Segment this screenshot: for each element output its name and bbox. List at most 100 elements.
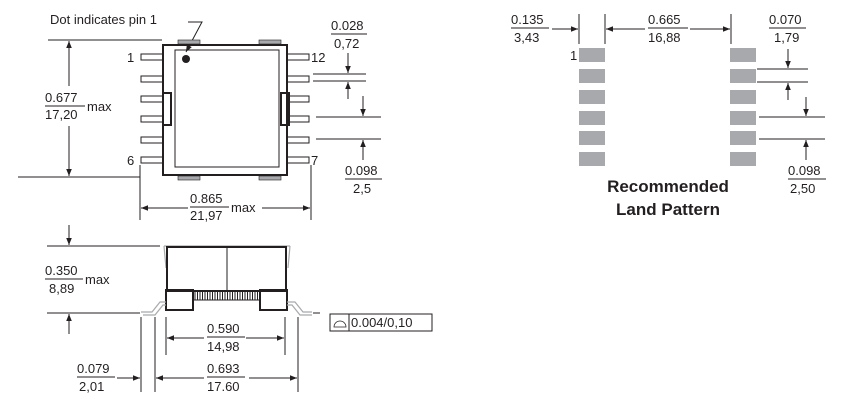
pin [286, 53, 310, 61]
side-view: 0.350 8,89 max 0.079 2,01 0.590 14,98 [45, 225, 433, 394]
dim-pin-pitch: 0.098 2,5 [345, 163, 382, 196]
coplanarity-icon [333, 320, 347, 328]
dim-mm: 17.60 [207, 379, 240, 394]
dim-inch: 0.079 [77, 361, 110, 376]
pin1-dot [182, 55, 190, 63]
pin [140, 136, 164, 144]
land-pad [579, 131, 605, 145]
coplanarity-value: 0.004/0,10 [351, 315, 412, 330]
land-pad [579, 152, 605, 166]
dim-width: 0.865 21,97 max [190, 191, 256, 223]
land-pattern: 1 0.135 3,43 0.665 16,88 0.070 1,79 [511, 12, 826, 219]
dim-suffix: max [87, 99, 112, 114]
side-base-left [165, 289, 194, 311]
dim-inch: 0.350 [45, 263, 78, 278]
dim-pin-width: 0.028 0,72 [331, 18, 367, 51]
dim-mm: 17,20 [45, 107, 78, 122]
winding-area [192, 290, 261, 301]
dim-inch: 0.665 [648, 12, 681, 27]
pin [140, 115, 164, 123]
dim-inch: 0.135 [511, 12, 544, 27]
left-pins [140, 53, 172, 164]
dim-mm: 21,97 [190, 208, 223, 223]
component-body-outline [162, 44, 288, 176]
dim-inch: 0.028 [331, 18, 364, 33]
lead-right [287, 301, 312, 313]
land-pad [730, 111, 756, 125]
pin-label-1: 1 [127, 50, 134, 65]
side-base-right [259, 289, 288, 311]
pin [286, 75, 310, 83]
dim-inch: 0.865 [190, 191, 223, 206]
land-pad [579, 69, 605, 83]
dim-mm: 2,50 [790, 181, 815, 196]
land-pattern-title-line2: Land Pattern [616, 200, 720, 219]
top-view: Dot indicates pin 1 [18, 12, 382, 223]
land-pattern-title-line1: Recommended [607, 177, 729, 196]
dim-suffix: max [85, 272, 110, 287]
dim-body-width: 0.590 14,98 [207, 321, 245, 354]
pin [286, 136, 310, 144]
dim-mm: 0,72 [334, 36, 359, 51]
pin-label-6: 6 [127, 153, 134, 168]
land-pad [730, 90, 756, 104]
right-pins [280, 53, 310, 164]
pin [286, 156, 310, 164]
pin [286, 95, 310, 103]
dim-inch: 0.677 [45, 90, 78, 105]
lead-left [141, 301, 166, 313]
dim-lead-span: 0.693 17.60 [207, 361, 245, 394]
dim-inch: 0.098 [788, 163, 821, 178]
dim-mm: 2,5 [353, 181, 371, 196]
land-pad [579, 90, 605, 104]
pin1-leader-arrow [185, 21, 203, 53]
dim-pad-pitch: 0.098 2,50 [788, 163, 826, 196]
pin-label-7: 7 [311, 153, 318, 168]
left-bracket [162, 92, 172, 126]
dim-pad-width: 0.070 1,79 [769, 12, 806, 45]
dim-pad-spacing: 0.665 16,88 [648, 12, 688, 45]
dim-mm: 14,98 [207, 339, 240, 354]
dim-suffix: max [231, 200, 256, 215]
right-pads [730, 48, 756, 166]
dim-mm: 1,79 [774, 30, 799, 45]
dim-inch: 0.098 [345, 163, 378, 178]
body-tab-bottom-left [177, 175, 201, 181]
dim-inch: 0.590 [207, 321, 240, 336]
component-inner-outline [174, 49, 280, 168]
dim-mm: 16,88 [648, 30, 681, 45]
left-pads [579, 48, 605, 166]
pin1-note: Dot indicates pin 1 [50, 12, 157, 27]
land-pad [730, 152, 756, 166]
right-bracket [280, 92, 290, 126]
land-pad [730, 131, 756, 145]
pin [140, 156, 164, 164]
land-pad [579, 111, 605, 125]
body-tab-top-right [258, 39, 282, 45]
land-pad [579, 48, 605, 62]
land-pad [730, 69, 756, 83]
tolerance-frame [329, 313, 433, 332]
dim-mm: 3,43 [514, 30, 539, 45]
coplanarity-callout: 0.004/0,10 [329, 313, 433, 332]
body-tab-bottom-right [258, 175, 282, 181]
dim-height: 0.677 17,20 max [45, 90, 112, 122]
pin [140, 75, 164, 83]
winding-hatch [194, 292, 258, 300]
dim-side-height: 0.350 8,89 max [45, 263, 110, 296]
land-pad [730, 48, 756, 62]
pin [140, 95, 164, 103]
pin [286, 115, 310, 123]
pin-label-12: 12 [311, 50, 325, 65]
dim-lead-length: 0.079 2,01 [77, 361, 115, 394]
dim-mm: 2,01 [79, 379, 104, 394]
dim-pad-length: 0.135 3,43 [511, 12, 549, 45]
pin [140, 53, 164, 61]
lead-right-inner [287, 304, 312, 316]
land-pin1-label: 1 [570, 48, 577, 63]
body-tab-top-left [177, 39, 201, 45]
lead-left-inner [143, 304, 166, 316]
dim-inch: 0.693 [207, 361, 240, 376]
dim-mm: 8,89 [49, 281, 74, 296]
